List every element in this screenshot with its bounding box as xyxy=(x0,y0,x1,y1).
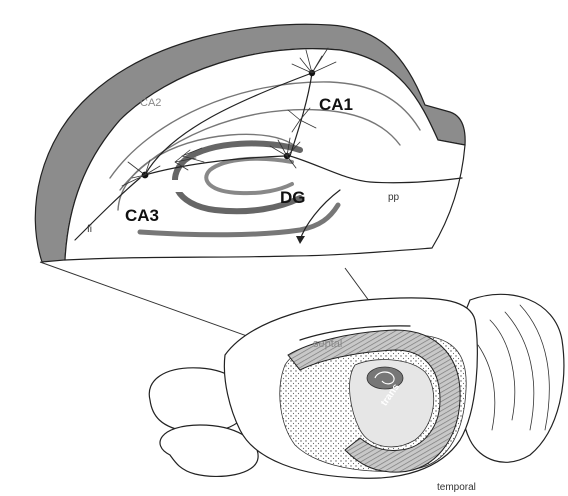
label-fi: fi xyxy=(87,224,92,235)
label-pp: pp xyxy=(388,192,400,203)
rat-brain: septal trans temporal xyxy=(149,294,564,493)
label-ca2: CA2 xyxy=(140,97,161,109)
label-dg: DG xyxy=(280,188,306,207)
hippocampal-slice: CA2 CA1 DG CA3 pp fi xyxy=(35,24,465,262)
label-ca3: CA3 xyxy=(125,206,159,225)
label-septal: septal xyxy=(313,338,342,350)
label-ca1: CA1 xyxy=(319,95,353,114)
label-temporal: temporal xyxy=(437,482,476,493)
occlusion-box xyxy=(163,180,195,192)
